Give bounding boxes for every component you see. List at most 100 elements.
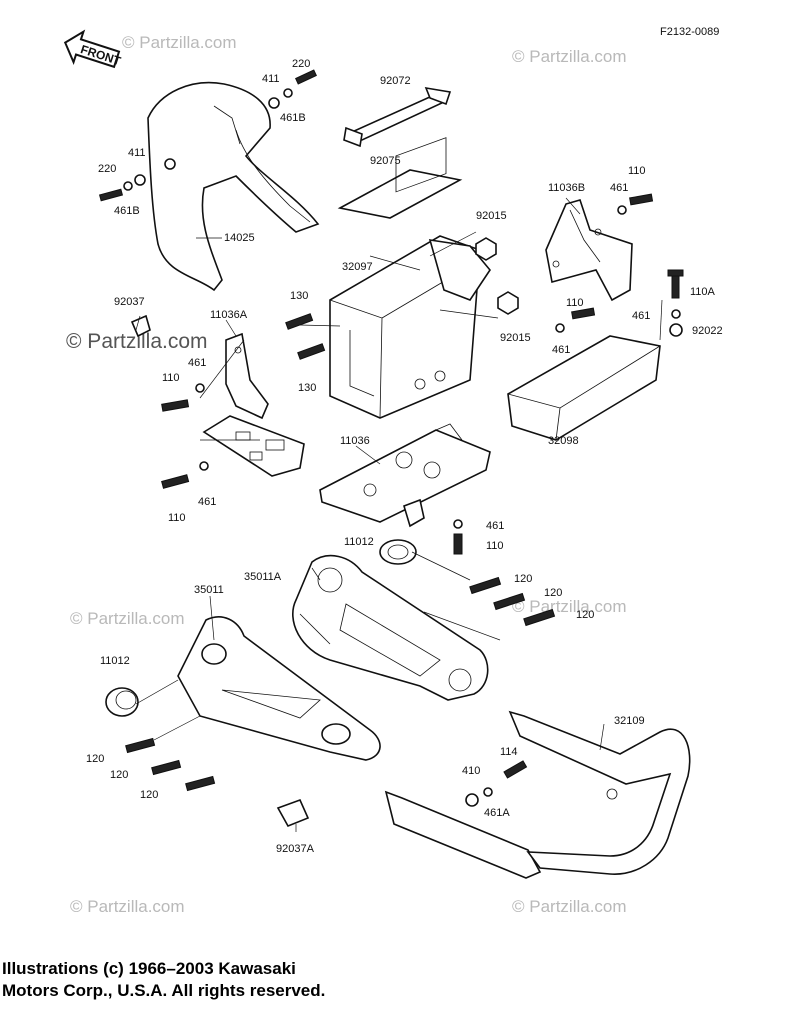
- copyright-footer: Illustrations (c) 1966–2003 Kawasaki Mot…: [2, 958, 782, 1002]
- washer-461b-left: [123, 181, 133, 191]
- tray-32098: [507, 335, 661, 441]
- label-11036b: 11036B: [548, 182, 585, 194]
- label-110: 110: [486, 540, 504, 552]
- watermark-main: © Partzilla.com: [66, 330, 208, 353]
- washer-411-top: [268, 97, 280, 109]
- label-110: 110: [162, 372, 180, 384]
- label-92072: 92072: [380, 75, 411, 87]
- label-120: 120: [86, 753, 104, 765]
- parts-diagram: © Partzilla.com © Partzilla.com © Partzi…: [63, 26, 723, 916]
- watermark: © Partzilla.com: [512, 897, 627, 916]
- label-120: 120: [576, 609, 594, 621]
- label-92015: 92015: [476, 210, 507, 222]
- bolt-220-top: [295, 69, 317, 85]
- label-32098: 32098: [548, 435, 579, 447]
- grommet-11012-left: [105, 687, 139, 717]
- label-461: 461: [552, 344, 570, 356]
- nut-92015-bottom: [497, 291, 519, 315]
- bolt-120-right-3: [523, 608, 556, 627]
- bolt-120-right-2: [493, 592, 526, 611]
- label-120: 120: [544, 587, 562, 599]
- leader-lines: [135, 197, 663, 832]
- label-11036a: 11036A: [210, 309, 248, 321]
- front-arrow-icon: FRONT: [63, 29, 123, 68]
- side-cover-14025: [147, 81, 320, 292]
- washer-411-left: [134, 174, 146, 186]
- collar-92022: [669, 323, 683, 337]
- grommet-11012-top: [379, 539, 417, 565]
- label-461: 461: [486, 520, 504, 532]
- frame-35011: [177, 616, 381, 761]
- watermark: © Partzilla.com: [122, 33, 237, 52]
- bolt-120-left-2: [151, 759, 182, 776]
- bolt-110-bottom-left: [161, 474, 190, 489]
- label-461b: 461B: [114, 205, 140, 217]
- clip-92037a: [276, 798, 310, 828]
- bolt-110-top-right: [629, 193, 654, 206]
- washer-461a: [483, 787, 493, 797]
- watermark: © Partzilla.com: [70, 897, 185, 916]
- label-14025: 14025: [224, 232, 255, 244]
- label-120: 120: [514, 573, 532, 585]
- plate-11036: [319, 423, 491, 528]
- label-110a: 110A: [690, 286, 716, 298]
- nut-92015-top: [475, 237, 497, 261]
- label-411: 411: [128, 147, 146, 159]
- bolt-120-left-1: [125, 737, 156, 754]
- label-461b: 461B: [280, 112, 306, 124]
- bolt-220-left: [98, 188, 124, 202]
- label-411: 411: [262, 73, 280, 85]
- bolt-130-top: [285, 313, 314, 330]
- clip-92037: [130, 314, 151, 338]
- label-410: 410: [462, 765, 480, 777]
- label-114: 114: [500, 746, 518, 758]
- label-220: 220: [98, 163, 116, 175]
- label-11012: 11012: [344, 536, 374, 548]
- bolt-110-mid: [571, 307, 596, 320]
- label-35011a: 35011A: [244, 571, 282, 583]
- bolt-114: [503, 760, 528, 779]
- bracket-11036a: [202, 332, 305, 477]
- bolt-110-center: [453, 533, 463, 555]
- copyright-line-1: Illustrations (c) 1966–2003 Kawasaki: [2, 959, 296, 978]
- bolt-130-bottom: [297, 343, 326, 360]
- label-92015: 92015: [500, 332, 531, 344]
- washer-461b-top: [283, 88, 293, 98]
- washer-461-center: [453, 519, 463, 529]
- washer-461-left: [195, 383, 205, 393]
- label-120: 120: [140, 789, 158, 801]
- bolt-110a: [667, 269, 684, 299]
- label-32097: 32097: [342, 261, 373, 273]
- washer-461-top-right: [617, 205, 627, 215]
- label-92037: 92037: [114, 296, 145, 308]
- label-110: 110: [168, 512, 186, 524]
- diagram-ref-code: F2132-0089: [660, 26, 719, 38]
- label-32109: 32109: [614, 715, 645, 727]
- label-92022: 92022: [692, 325, 723, 337]
- label-120: 120: [110, 769, 128, 781]
- label-461: 461: [610, 182, 628, 194]
- label-461a: 461A: [484, 807, 510, 819]
- label-461: 461: [188, 357, 206, 369]
- stand-32109: [384, 710, 691, 879]
- battery-strap-92072: [343, 86, 452, 148]
- label-110: 110: [628, 165, 646, 177]
- copyright-line-2: Motors Corp., U.S.A. All rights reserved…: [2, 981, 326, 1000]
- label-92037a: 92037A: [276, 843, 315, 855]
- label-130: 130: [298, 382, 316, 394]
- washer-410: [465, 793, 479, 807]
- label-130: 130: [290, 290, 308, 302]
- bolt-120-right-1: [469, 576, 502, 595]
- bracket-11036b: [545, 199, 633, 302]
- label-11012: 11012: [100, 655, 130, 667]
- label-220: 220: [292, 58, 310, 70]
- watermark: © Partzilla.com: [512, 47, 627, 66]
- label-92075: 92075: [370, 155, 401, 167]
- bolt-110-left: [161, 399, 190, 412]
- label-11036: 11036: [340, 435, 370, 447]
- washer-461-right: [671, 309, 681, 319]
- label-35011: 35011: [194, 584, 224, 596]
- label-461: 461: [198, 496, 216, 508]
- label-110: 110: [566, 297, 584, 309]
- frame-35011a: [292, 554, 489, 701]
